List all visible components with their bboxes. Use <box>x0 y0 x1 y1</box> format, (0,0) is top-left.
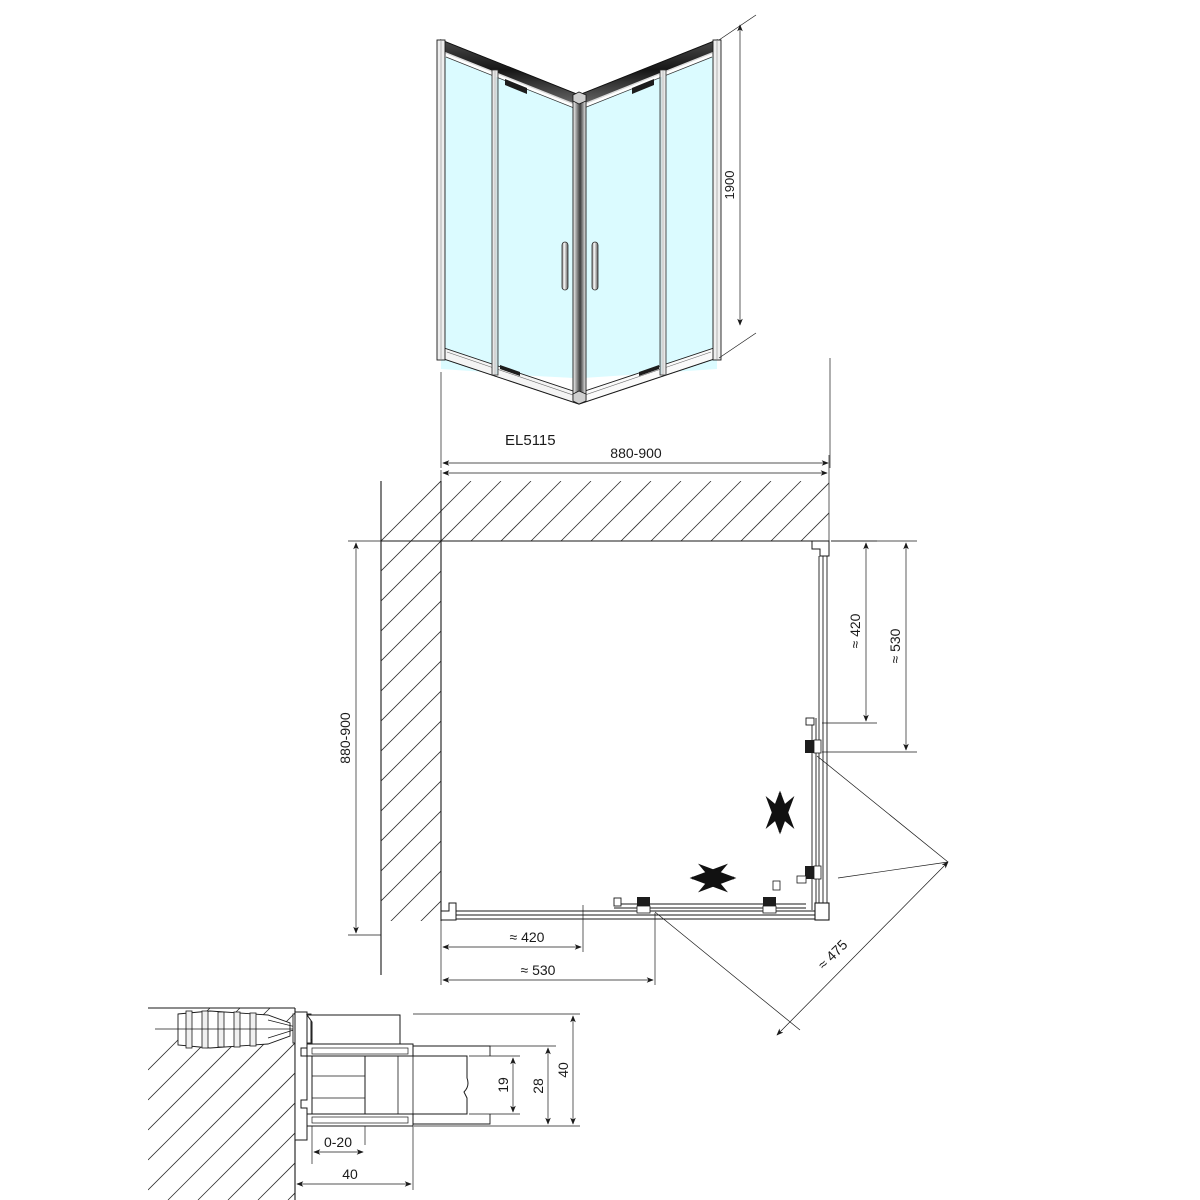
iso-height-dimension-lines <box>718 14 757 359</box>
iso-bottom-guide <box>500 365 659 376</box>
plan-width-dimension-lines <box>440 455 830 541</box>
plan-wall-hatch-left <box>381 481 441 921</box>
detail-vertical-dimension-lines <box>413 1013 580 1127</box>
plan-corner-post <box>814 902 830 921</box>
detail-40-width-label: 40 <box>342 1166 358 1182</box>
plan-left-wall-bracket <box>440 902 457 921</box>
iso-width-dimension-lines <box>440 358 831 468</box>
plan-wall-outline <box>380 481 829 975</box>
iso-width-label: 880-900 <box>610 445 662 461</box>
plan-wall-hatch-top <box>441 481 829 541</box>
plan-vertical-opening-dims <box>822 540 917 753</box>
detail-40-height-label: 40 <box>555 1062 571 1078</box>
iso-handle-left[interactable] <box>561 241 569 291</box>
isometric-view: 1900 EL5115 880-900 <box>436 14 831 468</box>
profile-detail-section: 19 28 40 0-20 40 <box>148 1007 580 1200</box>
plan-depth-dimension-lines <box>348 540 381 936</box>
plan-opening-outer-h-label: ≈ 530 <box>521 962 556 978</box>
model-code-label: EL5115 <box>505 432 556 449</box>
plan-opening-inner-h-label: ≈ 420 <box>510 929 545 945</box>
detail-wall-profile <box>294 1011 401 1141</box>
plan-opening-inner-v-label: ≈ 420 <box>847 613 863 648</box>
iso-handle-right[interactable] <box>591 241 599 291</box>
plan-opening-outer-v-label: ≈ 530 <box>887 628 903 663</box>
iso-top-roller <box>505 79 654 94</box>
plan-diagonal-dimension-lines <box>776 861 949 1036</box>
plan-horizontal-opening-dims <box>440 905 656 985</box>
iso-glass-left-inner <box>497 77 575 378</box>
plan-right-panel <box>818 556 828 920</box>
plan-depth-label: 880-900 <box>337 712 353 764</box>
plan-view: 880-900 ≈ 420 ≈ 530 ≈ 420 ≈ 530 ≈ 475 <box>337 455 949 1036</box>
detail-adjust-label: 0-20 <box>324 1134 352 1150</box>
detail-horizontal-dimension-lines <box>294 1126 414 1190</box>
iso-corner-post <box>572 94 587 401</box>
detail-19-label: 19 <box>495 1077 511 1093</box>
iso-height-label: 1900 <box>722 171 737 200</box>
detail-28-label: 28 <box>530 1078 546 1094</box>
iso-glass-right-outer <box>583 55 717 378</box>
plan-bottom-rollers <box>636 880 781 914</box>
wall-anchor-screw <box>155 1010 337 1049</box>
